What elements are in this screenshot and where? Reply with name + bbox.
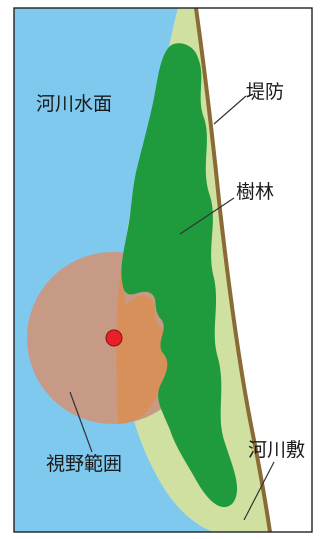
river-surface-label: 河川水面 — [36, 93, 112, 115]
forest-label: 樹林 — [236, 181, 274, 203]
field-of-view-leader-line — [69, 391, 93, 453]
forest-leader-line — [179, 197, 235, 235]
floodplain-label: 河川敷 — [248, 439, 305, 461]
field-of-view-overlap — [116, 254, 169, 424]
forest-area — [121, 43, 238, 508]
field-of-view-label: 視野範囲 — [46, 453, 122, 475]
floodplain-leader-line — [243, 461, 275, 521]
image-frame — [13, 7, 313, 533]
levee-label: 堤防 — [246, 81, 284, 103]
levee-line — [194, 7, 272, 533]
levee-leader-line — [213, 95, 247, 125]
viewpoint-dot — [105, 329, 123, 347]
